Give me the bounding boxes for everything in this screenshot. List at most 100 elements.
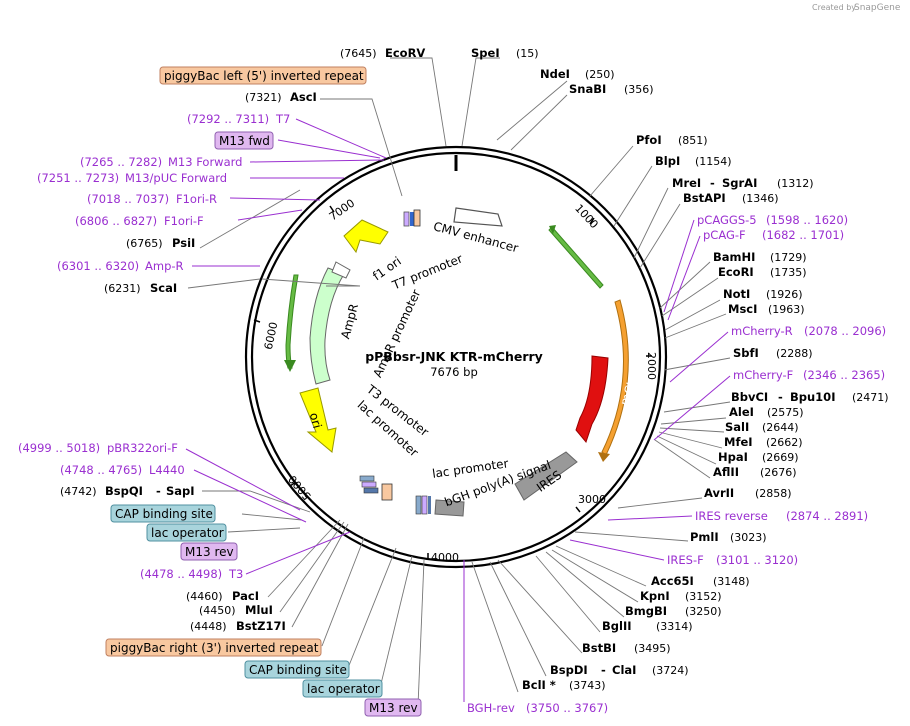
site-bbvci-bpu10i[interactable]: BbvCI-Bpu10I(2471) [731, 390, 889, 404]
ampr-arc[interactable] [309, 267, 345, 385]
box-cap-binding-site-2[interactable]: CAP binding site [244, 660, 350, 679]
primer-pcag-f[interactable]: pCAG-F(1682 .. 1701) [703, 228, 844, 242]
site-noti[interactable]: NotI(1926) [723, 287, 803, 301]
primer-t3[interactable]: (4478 .. 4498)T3 [140, 567, 243, 581]
site-mrei-sgrai[interactable]: MreI-SgrAI(1312) [672, 176, 814, 190]
primer-m13-puc-forward[interactable]: (7251 .. 7273)M13/pUC Forward [37, 171, 227, 185]
box-m13-rev-2[interactable]: M13 rev [364, 698, 422, 717]
svg-text:(250): (250) [585, 68, 615, 81]
svg-text:(1729): (1729) [770, 251, 807, 264]
site-snabi[interactable]: SnaBI(356) [569, 82, 654, 96]
site-pfoi[interactable]: PfoI(851) [636, 133, 708, 147]
svg-text:(7645): (7645) [340, 47, 377, 60]
site-paci[interactable]: (4460)PacI [186, 589, 259, 603]
svg-text:BspDI: BspDI [550, 663, 588, 677]
leader-lines [187, 57, 731, 707]
site-blpi[interactable]: BlpI(1154) [655, 154, 732, 168]
svg-text:PfoI: PfoI [636, 133, 662, 147]
box-piggybac-right[interactable]: piggyBac right (3') inverted repeat [105, 638, 322, 657]
svg-text:SalI: SalI [725, 420, 749, 434]
primer-pcaggs-5[interactable]: pCAGGS-5(1598 .. 1620) [697, 213, 848, 227]
box-cap-binding-site-1[interactable]: CAP binding site [110, 504, 216, 523]
site-sali[interactable]: SalI(2644) [725, 420, 799, 434]
ires-arc[interactable] [514, 451, 578, 501]
site-ecori[interactable]: EcoRI(1735) [718, 265, 807, 279]
primer-ires-f[interactable]: IRES-F(3101 .. 3120) [667, 553, 798, 567]
svg-text:7000: 7000 [327, 197, 357, 224]
site-bstapi[interactable]: BstAPI(1346) [683, 191, 779, 205]
primer-t7[interactable]: (7292 .. 7311)T7 [187, 112, 290, 126]
site-bstbi[interactable]: BstBI(3495) [582, 641, 671, 655]
primer-m13-forward[interactable]: (7265 .. 7282)M13 Forward [80, 155, 242, 169]
site-bmgbi[interactable]: BmgBI(3250) [625, 604, 722, 618]
svg-text:(2471): (2471) [852, 391, 889, 404]
svg-text:(2669): (2669) [762, 451, 799, 464]
site-spei[interactable]: SpeI(15) [471, 46, 539, 60]
site-ecorv[interactable]: (7645)EcoRV [340, 46, 425, 60]
site-psii[interactable]: (6765) PsiI [126, 236, 195, 250]
svg-text:(356): (356) [624, 83, 654, 96]
svg-text:BclI *: BclI * [522, 678, 556, 692]
svg-text:CAP binding site: CAP binding site [115, 507, 213, 521]
site-bcli[interactable]: BclI *(3743) [522, 678, 606, 692]
site-bspdi-clai[interactable]: BspDI-ClaI(3724) [550, 663, 689, 677]
cmv-enhancer-arc[interactable] [453, 207, 503, 227]
site-asci[interactable]: (7321)AscI [245, 90, 317, 104]
svg-text:BmgBI: BmgBI [625, 604, 667, 618]
site-pmli[interactable]: PmlI(3023) [690, 530, 767, 544]
site-bglii[interactable]: BglII(3314) [602, 619, 693, 633]
ampr-promoter-arc[interactable] [331, 261, 351, 279]
site-ndei[interactable]: NdeI(250) [540, 67, 615, 81]
mcherry-arrow[interactable] [575, 355, 609, 444]
bgh-polya-arc[interactable] [434, 499, 465, 517]
svg-text:KpnI: KpnI [640, 589, 670, 603]
orange-arc [601, 299, 629, 456]
svg-text:(4478 .. 4498): (4478 .. 4498) [140, 567, 222, 581]
svg-text:(6231): (6231) [104, 282, 141, 295]
svg-text:(1598 .. 1620): (1598 .. 1620) [766, 213, 848, 227]
site-avrii[interactable]: AvrII(2858) [704, 486, 792, 500]
backbone-inner [250, 151, 662, 563]
primer-amp-r[interactable]: (6301 .. 6320)Amp-R [57, 259, 184, 273]
site-sbfi[interactable]: SbfI(2288) [733, 346, 813, 360]
site-alei[interactable]: AleI(2575) [729, 405, 804, 419]
site-mlui[interactable]: (4450)MluI [199, 603, 273, 617]
primer-f1ori-f[interactable]: (6806 .. 6827)F1ori-F [75, 214, 204, 228]
svg-text:SpeI: SpeI [471, 46, 500, 60]
svg-text:M13 rev: M13 rev [185, 545, 234, 559]
svg-text:PmlI: PmlI [690, 530, 719, 544]
site-bspqi-sapi[interactable]: (4742)BspQI-SapI [60, 484, 195, 498]
site-kpni[interactable]: KpnI(3152) [640, 589, 722, 603]
box-piggybac-left[interactable]: piggyBac left (5') inverted repeat [159, 66, 367, 85]
cmv-enhancer-label: CMV enhancer [432, 219, 520, 255]
site-msci[interactable]: MscI(1963) [728, 302, 805, 316]
site-hpai[interactable]: HpaI(2669) [718, 450, 799, 464]
box-m13-fwd[interactable]: M13 fwd [214, 131, 274, 150]
site-bamhi[interactable]: BamHI(1729) [713, 250, 807, 264]
site-mfei[interactable]: MfeI(2662) [724, 435, 803, 449]
box-lac-operator-1[interactable]: lac operator [146, 523, 227, 542]
primer-mcherry-f[interactable]: mCherry-F(2346 .. 2365) [733, 368, 885, 382]
site-aflii[interactable]: AflII(2676) [713, 465, 797, 479]
box-lac-operator-2[interactable]: lac operator [302, 679, 383, 698]
primer-f1ori-r[interactable]: (7018 .. 7037)F1ori-R [87, 192, 217, 206]
primer-pbr322ori-f[interactable]: (4999 .. 5018)pBR322ori-F [18, 441, 178, 455]
svg-text:-: - [156, 484, 161, 498]
site-acc65i[interactable]: Acc65I(3148) [651, 574, 750, 588]
svg-text:(1926): (1926) [766, 288, 803, 301]
f1-ori-arrow[interactable] [343, 219, 389, 254]
svg-text:-: - [710, 176, 715, 190]
primer-l4440[interactable]: (4748 .. 4765)L4440 [60, 463, 185, 477]
primer-bgh-rev[interactable]: BGH-rev(3750 .. 3767) [467, 701, 608, 715]
svg-text:SbfI: SbfI [733, 346, 759, 360]
box-m13-rev-1[interactable]: M13 rev [180, 542, 238, 561]
svg-text:(1312): (1312) [777, 177, 814, 190]
ori-arrow[interactable] [299, 387, 337, 453]
site-scai[interactable]: (6231)ScaI [104, 281, 177, 295]
svg-text:MluI: MluI [245, 603, 273, 617]
primer-mcherry-r[interactable]: mCherry-R(2078 .. 2096) [731, 324, 886, 338]
svg-text:(6765): (6765) [126, 237, 163, 250]
svg-text:PsiI: PsiI [172, 236, 195, 250]
site-bstz17i[interactable]: (4448)BstZ17I [190, 619, 286, 633]
primer-ires-reverse[interactable]: IRES reverse(2874 .. 2891) [695, 509, 868, 523]
